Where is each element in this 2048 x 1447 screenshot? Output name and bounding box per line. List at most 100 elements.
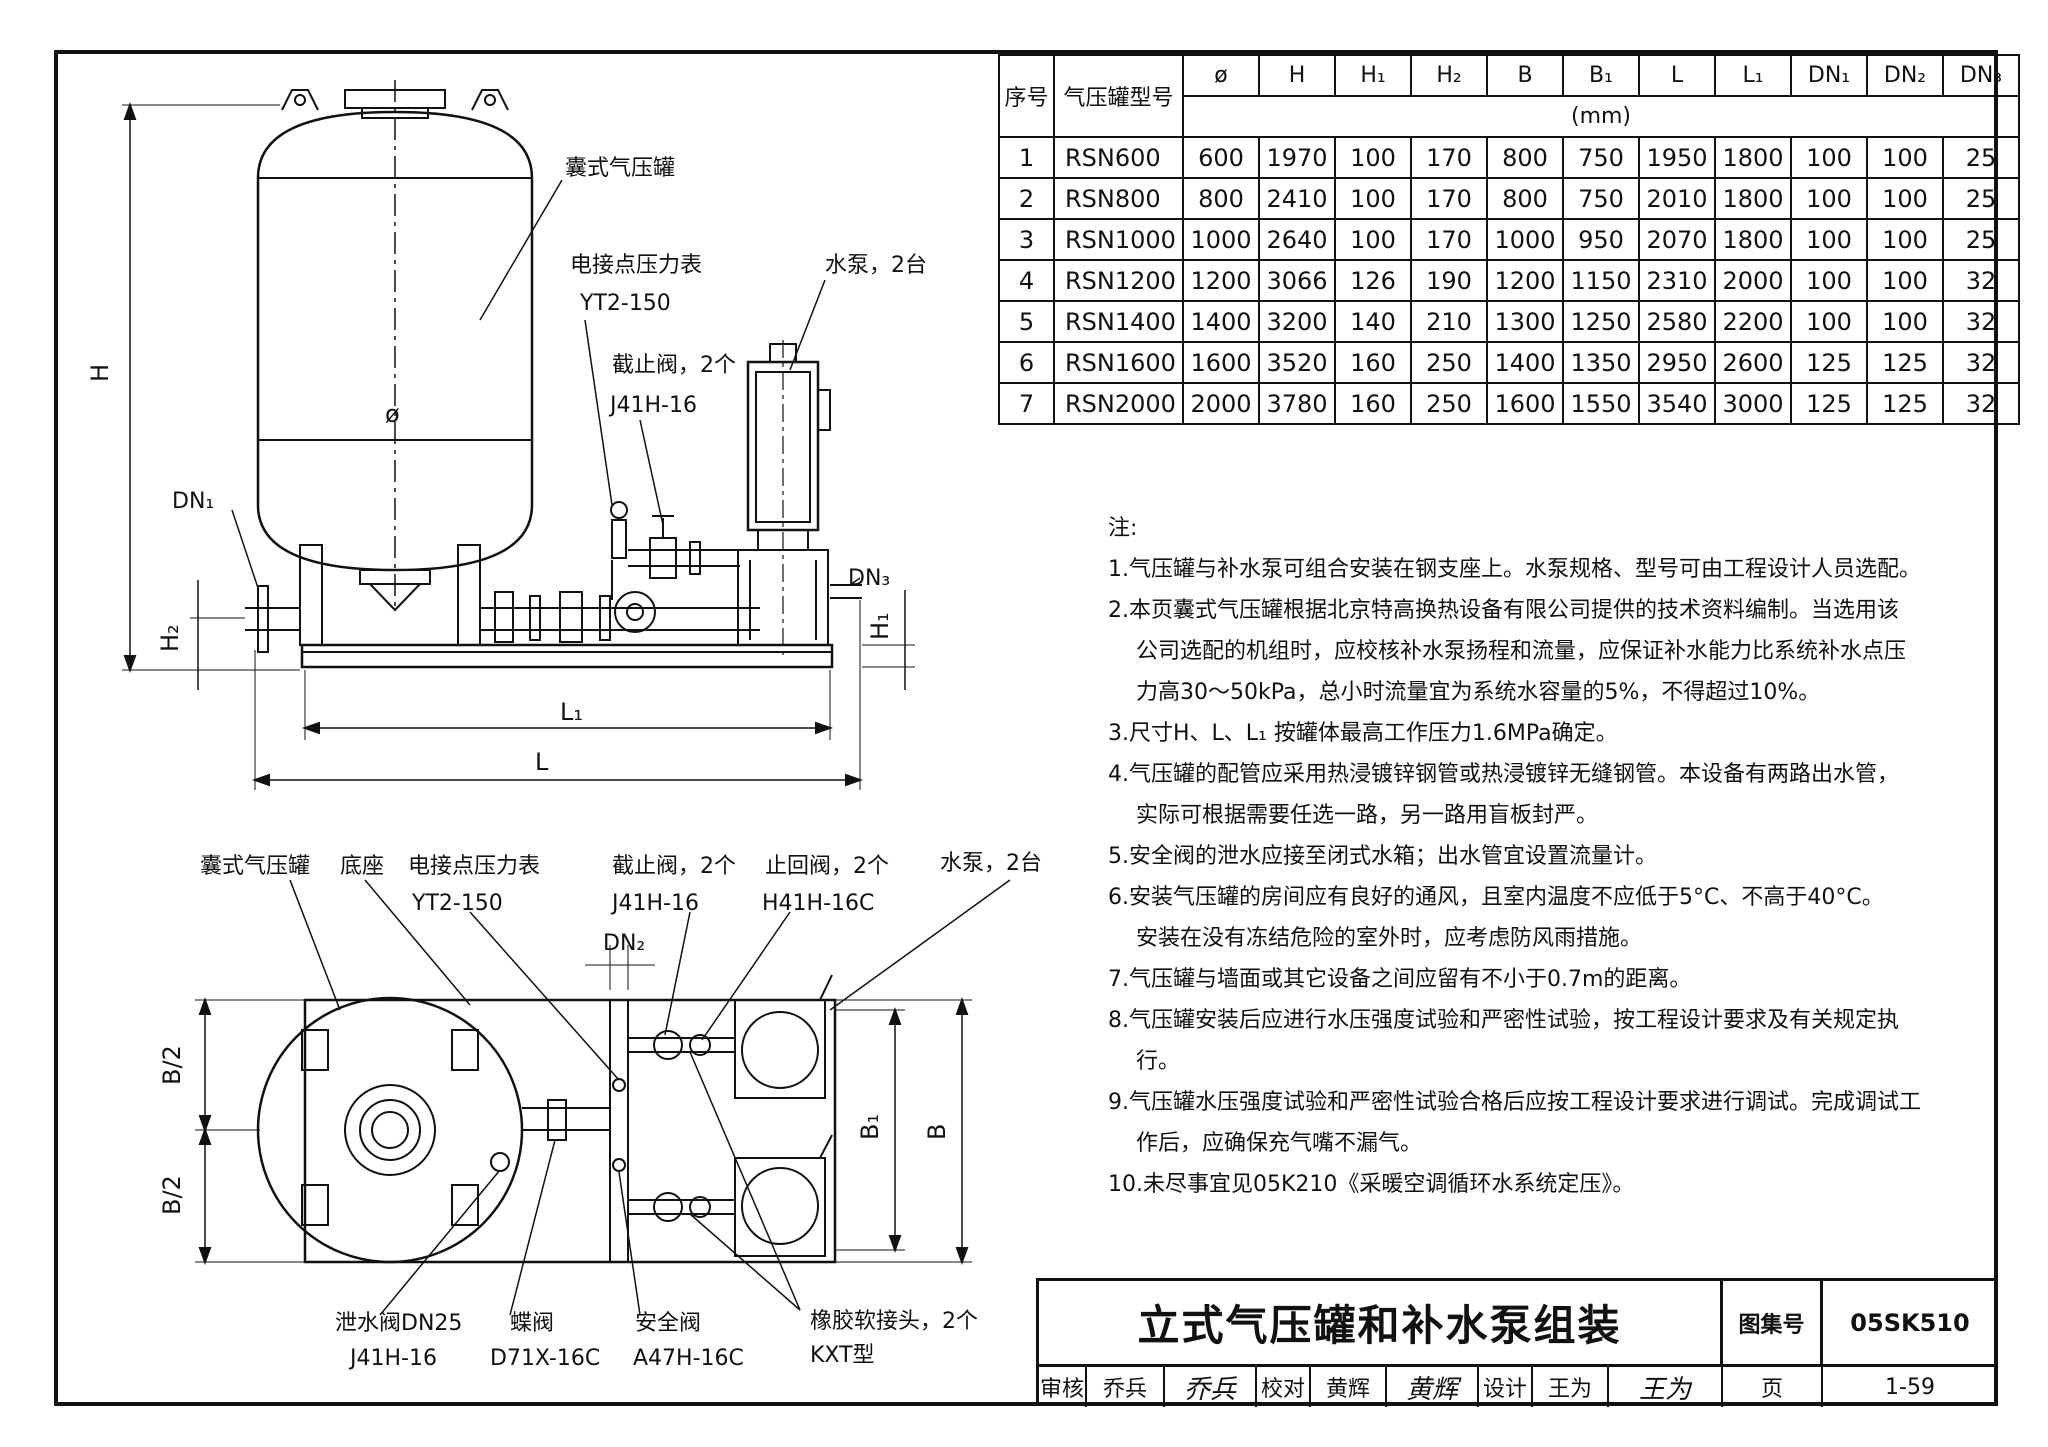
notes: 注: 1.气压罐与补水泵可组合安装在钢支座上。水泵规格、型号可由工程设计人员选配… — [1108, 508, 1988, 1205]
table-cell: RSN1000 — [1053, 218, 1184, 261]
table-cell: 3200 — [1258, 300, 1336, 343]
unit-row: (mm) — [1182, 95, 2020, 138]
table-cell: 2 — [998, 177, 1055, 220]
table-cell: 1000 — [1486, 218, 1564, 261]
table-cell: 1400 — [1182, 300, 1260, 343]
table-cell: 25 — [1942, 218, 2020, 261]
col-h2: H₂ — [1410, 54, 1488, 97]
tank-leg-right — [457, 544, 481, 646]
table-cell: 2070 — [1638, 218, 1716, 261]
drawing-frame — [54, 50, 1998, 1406]
table-cell: 3520 — [1258, 341, 1336, 384]
plan-butterfly-label: 蝶阀 — [510, 1311, 554, 1336]
plan-gauge-label: 电接点压力表 — [408, 854, 540, 879]
table-cell: 100 — [1334, 218, 1412, 261]
table-cell: 100 — [1866, 300, 1944, 343]
note-line: 作后，应确保充气嘴不漏气。 — [1136, 1131, 1423, 1156]
col-l: L — [1638, 54, 1716, 97]
table-cell: 1400 — [1486, 341, 1564, 384]
col-dn3: DN₃ — [1942, 54, 2020, 97]
elev-dim-h1: H₁ — [866, 612, 894, 640]
plan-base — [303, 998, 837, 1264]
table-cell: 800 — [1182, 177, 1260, 220]
plan-joint-model: KXT型 — [810, 1343, 875, 1368]
table-cell: 1 — [998, 136, 1055, 179]
note-line: 7.气压罐与墙面或其它设备之间应留有不小于0.7m的距离。 — [1108, 967, 1692, 992]
plan-stop-valve-label: 截止阀，2个 — [612, 854, 736, 879]
col-l1: L₁ — [1714, 54, 1792, 97]
col-b1: B₁ — [1562, 54, 1640, 97]
table-cell: 100 — [1334, 177, 1412, 220]
gauge-tap — [612, 1078, 626, 1092]
note-line: 10.未尽事宜见05K210《采暖空调循环水系统定压》。 — [1108, 1172, 1635, 1197]
designer-signature: 王为 — [1609, 1367, 1723, 1407]
plan-check-valve-model: H41H-16C — [762, 891, 874, 916]
note-line: 公司选配的机组时，应校核补水泵扬程和流量，应保证补水能力比系统补水点压 — [1136, 639, 1907, 664]
elevation-labels: 囊式气压罐 电接点压力表 YT2-150 水泵，2台 截止阀，2个 J41H-1… — [86, 156, 927, 776]
table-cell: 1150 — [1562, 259, 1640, 302]
plan-gauge-model: YT2-150 — [411, 891, 503, 916]
plan-dn2: DN₂ — [603, 931, 645, 956]
table-cell: 100 — [1790, 136, 1868, 179]
note-line: 1.气压罐与补水泵可组合安装在钢支座上。水泵规格、型号可由工程设计人员选配。 — [1108, 557, 1921, 582]
col-h: H — [1258, 54, 1336, 97]
table-cell: 170 — [1410, 218, 1488, 261]
elev-dim-phi: ø — [385, 400, 400, 428]
table-cell: 100 — [1790, 300, 1868, 343]
table-cell: 2310 — [1638, 259, 1716, 302]
reviewer-signature: 乔兵 — [1165, 1367, 1257, 1407]
design-label: 设计 — [1479, 1367, 1533, 1407]
drawing-title: 立式气压罐和补水泵组装 — [1039, 1281, 1723, 1367]
table-cell: 6 — [998, 341, 1055, 384]
note-line: 3.尺寸H、L、L₁ 按罐体最高工作压力1.6MPa确定。 — [1108, 721, 1618, 746]
elevation-view — [122, 80, 915, 790]
plan-dim-b-half-bottom: B/2 — [158, 1175, 186, 1215]
note-line: 8.气压罐安装后应进行水压强度试验和严密性试验，按工程设计要求及有关规定执 — [1108, 1008, 1899, 1033]
table-cell: 190 — [1410, 259, 1488, 302]
tank-body — [256, 110, 534, 572]
table-cell: 1200 — [1486, 259, 1564, 302]
plan-joint-label: 橡胶软接头，2个 — [810, 1309, 978, 1334]
col-index: 序号 — [998, 54, 1055, 138]
table-cell: 2950 — [1638, 341, 1716, 384]
elev-gauge-model: YT2-150 — [579, 291, 671, 316]
table-cell: 1000 — [1182, 218, 1260, 261]
table-cell: 125 — [1790, 341, 1868, 384]
elev-dn3: DN₃ — [848, 566, 890, 591]
note-line: 实际可根据需要任选一路，另一路用盲板封严。 — [1136, 803, 1599, 828]
table-cell: 2600 — [1714, 341, 1792, 384]
gauge-riser — [611, 519, 627, 559]
table-cell: 3000 — [1714, 382, 1792, 425]
elev-valve-label: 截止阀，2个 — [612, 353, 736, 378]
base-skid — [300, 643, 834, 669]
table-cell: 125 — [1866, 382, 1944, 425]
safety-valve — [612, 1158, 626, 1172]
table-cell: 2000 — [1714, 259, 1792, 302]
table-cell: 126 — [1334, 259, 1412, 302]
table-cell: 1250 — [1562, 300, 1640, 343]
table-cell: 1600 — [1486, 382, 1564, 425]
table-cell: 125 — [1866, 341, 1944, 384]
table-cell: 3540 — [1638, 382, 1716, 425]
table-cell: 5 — [998, 300, 1055, 343]
table-cell: 32 — [1942, 259, 2020, 302]
table-cell: 1800 — [1714, 177, 1792, 220]
elev-dim-h2: H₂ — [156, 624, 184, 652]
pressure-gauge — [610, 501, 628, 519]
table-cell: 1800 — [1714, 218, 1792, 261]
table-cell: 100 — [1866, 177, 1944, 220]
butterfly-valve — [547, 1099, 567, 1141]
check-label: 校对 — [1257, 1367, 1311, 1407]
table-cell: 100 — [1334, 136, 1412, 179]
table-cell: RSN1200 — [1053, 259, 1184, 302]
col-phi: ø — [1182, 54, 1260, 97]
table-cell: 3780 — [1258, 382, 1336, 425]
notes-heading: 注: — [1108, 516, 1138, 541]
note-line: 5.安全阀的泄水应接至闭式水箱；出水管宜设置流量计。 — [1108, 844, 1657, 869]
title-block: 立式气压罐和补水泵组装 图集号 05SK510 审核 乔兵 乔兵 校对 黄辉 黄… — [1036, 1278, 1997, 1407]
table-cell: 1970 — [1258, 136, 1336, 179]
